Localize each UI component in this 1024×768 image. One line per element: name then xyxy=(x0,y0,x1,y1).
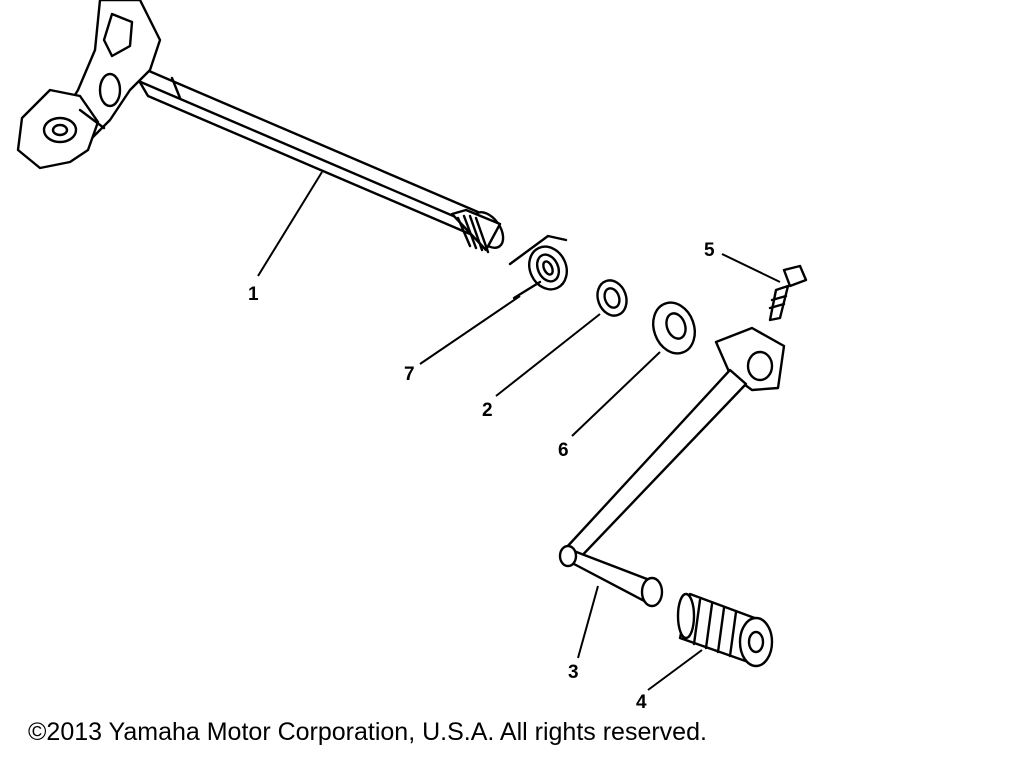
callout-3: 3 xyxy=(568,662,579,683)
leader-3 xyxy=(577,585,599,659)
callout-1: 1 xyxy=(248,284,259,305)
part-2-circlip xyxy=(596,279,628,317)
copyright-notice: ©2013 Yamaha Motor Corporation, U.S.A. A… xyxy=(28,718,707,746)
part-7-spring xyxy=(508,234,568,300)
leader-4 xyxy=(647,649,703,691)
callout-6: 6 xyxy=(558,440,569,461)
callout-2: 2 xyxy=(482,400,493,421)
part-6-seal xyxy=(652,301,696,355)
part-3-shift-pedal xyxy=(558,326,786,608)
leader-lines xyxy=(257,171,781,691)
callout-5: 5 xyxy=(704,240,715,261)
callout-7: 7 xyxy=(404,364,415,385)
leader-7 xyxy=(419,295,521,365)
leader-1 xyxy=(257,171,323,277)
leader-6 xyxy=(571,351,661,437)
callout-4: 4 xyxy=(636,692,647,713)
leader-2 xyxy=(495,313,601,397)
leader-5 xyxy=(721,253,781,283)
part-1-shift-shaft xyxy=(16,0,505,254)
part-5-bolt xyxy=(768,264,808,322)
part-4-pedal-rubber xyxy=(676,592,774,668)
